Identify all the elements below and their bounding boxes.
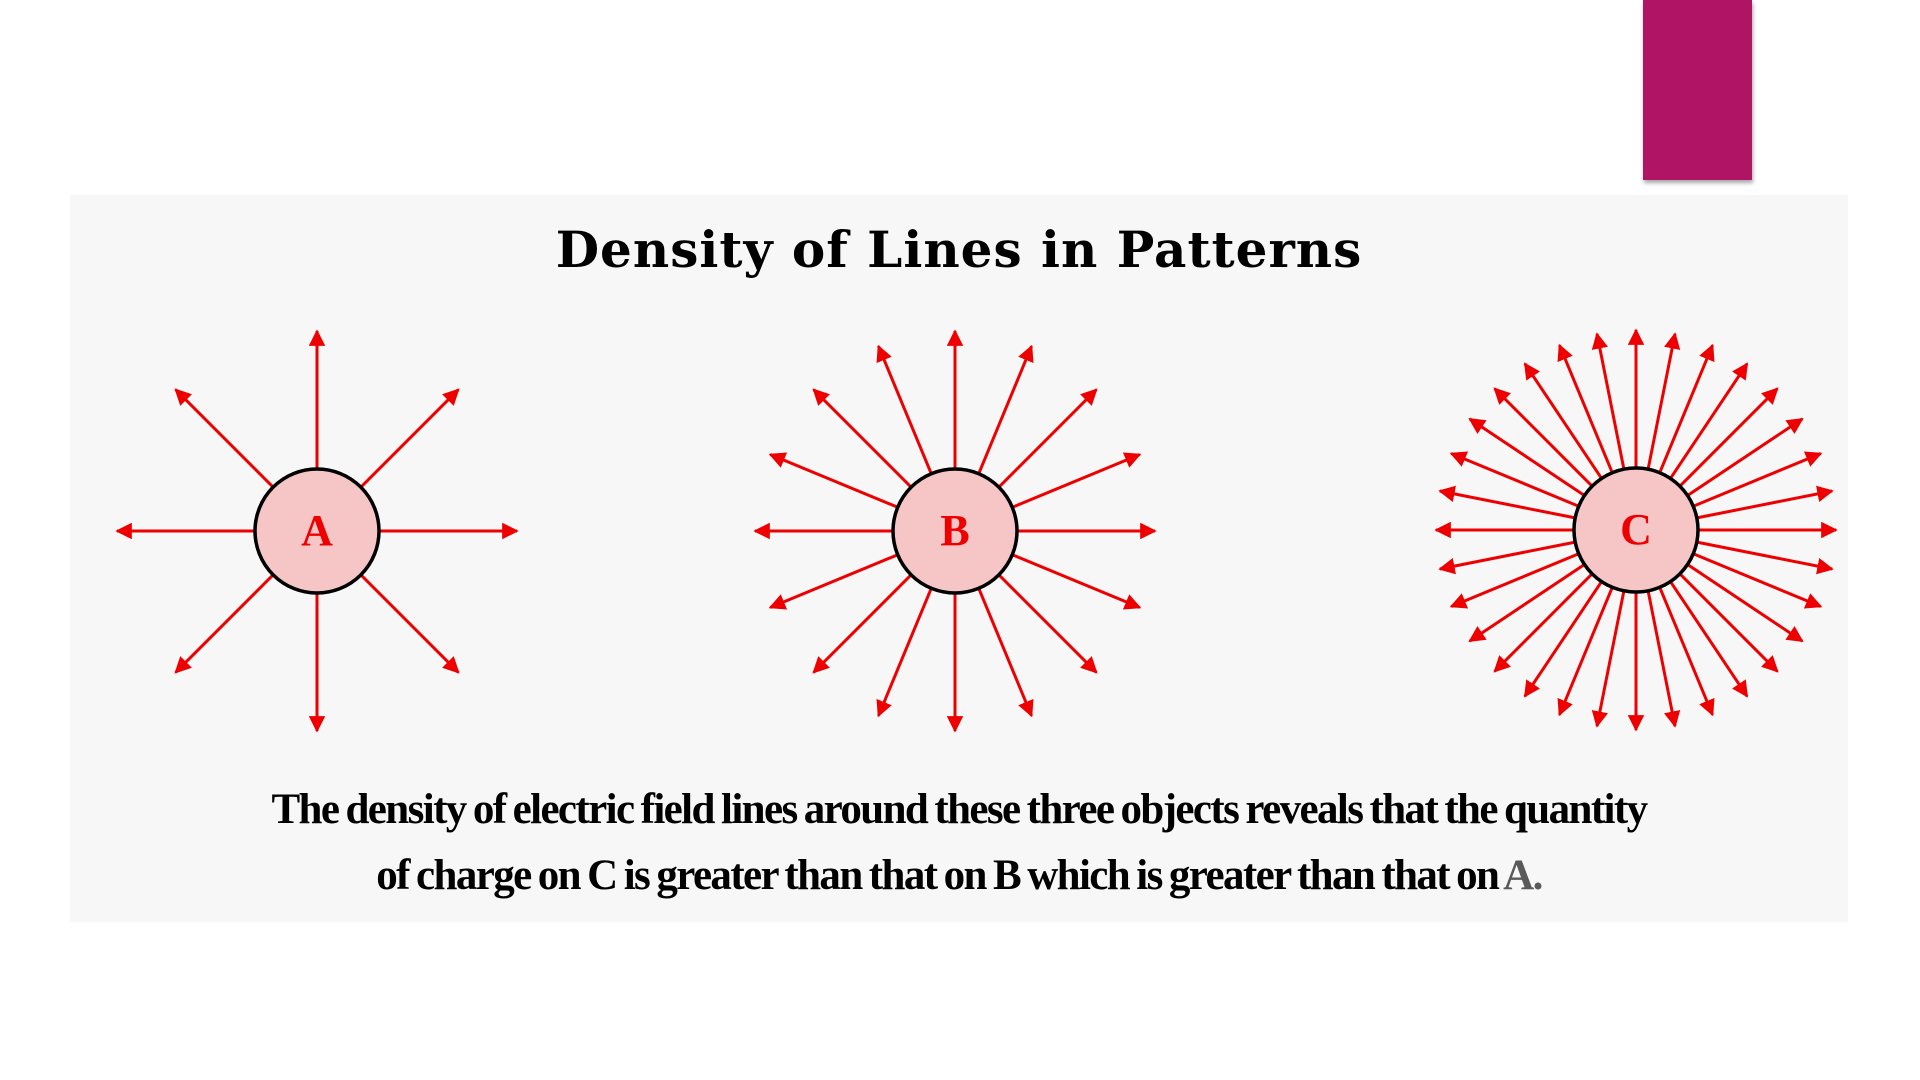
caption-main-text: of charge on C is greater than that on B… (376, 852, 1504, 899)
field-line-arrow (1468, 417, 1586, 497)
field-line-arrow (1438, 540, 1576, 575)
figure-caption-line-2: of charge on C is greater than that on B… (70, 851, 1848, 900)
charge-circle (253, 467, 381, 595)
field-line-arrow (1669, 580, 1749, 698)
field-line-arrow (1678, 387, 1779, 488)
field-line-arrow (1438, 485, 1576, 520)
field-line-arrow (1696, 485, 1834, 520)
charge-label: A (301, 506, 333, 555)
field-line-arrow (997, 388, 1098, 489)
field-line-arrow (1692, 451, 1823, 508)
field-line-arrow (359, 388, 460, 489)
field-line-arrow (1011, 553, 1142, 610)
field-line-arrow (174, 388, 275, 489)
field-line-arrow (1557, 586, 1614, 717)
field-line-arrow (174, 573, 275, 674)
field-line-arrow (1692, 552, 1823, 609)
charge-c: C (1434, 328, 1838, 732)
field-line-arrow (812, 573, 913, 674)
field-line-arrow (1646, 332, 1681, 470)
field-line-arrow (1557, 343, 1614, 474)
field-line-arrow (1449, 552, 1580, 609)
charge-a: A (115, 329, 519, 733)
field-line-arrow (1523, 580, 1603, 698)
field-line-arrow (1591, 332, 1626, 470)
field-line-arrow (1658, 343, 1715, 474)
field-line-arrow (1011, 452, 1142, 509)
field-line-arrow (1523, 362, 1603, 480)
field-line-arrow (1468, 563, 1586, 643)
field-line-arrow (812, 388, 913, 489)
accent-bar (1643, 0, 1752, 180)
field-line-arrow (876, 587, 933, 718)
field-line-arrow (1696, 540, 1834, 575)
figure-title: Density of Lines in Patterns (555, 220, 1363, 279)
field-line-arrow (1678, 572, 1779, 673)
field-line-arrow (768, 452, 899, 509)
charge-circle (891, 467, 1019, 595)
field-line-arrow (359, 573, 460, 674)
field-line-arrow (1669, 362, 1749, 480)
field-line-arrow (977, 587, 1034, 718)
caption-tail-text: A. (1503, 852, 1543, 899)
charge-b: B (753, 329, 1157, 733)
field-line-arrow (1646, 590, 1681, 728)
field-line-arrow (1686, 563, 1804, 643)
figure-caption-line-1: The density of electric field lines arou… (271, 786, 1648, 833)
field-line-arrow (876, 344, 933, 475)
charge-circle (1572, 466, 1700, 594)
field-line-arrow (1449, 451, 1580, 508)
field-line-arrow (1686, 417, 1804, 497)
field-line-arrow (977, 344, 1034, 475)
field-line-arrow (997, 573, 1098, 674)
field-line-arrow (1493, 387, 1594, 488)
field-line-arrow (768, 553, 899, 610)
charge-label: B (940, 506, 969, 555)
field-line-arrow (1658, 586, 1715, 717)
field-line-arrow (1591, 590, 1626, 728)
field-line-arrow (1493, 572, 1594, 673)
charge-label: C (1620, 505, 1652, 554)
